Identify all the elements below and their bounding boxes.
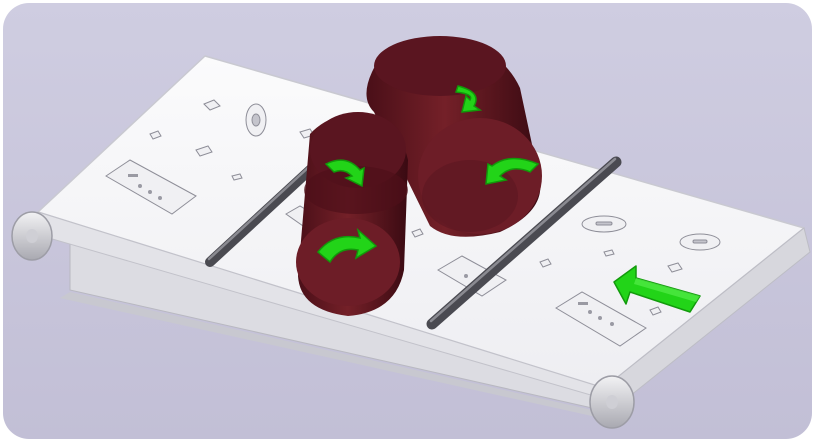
roller-front — [296, 112, 408, 316]
oval-plate-part — [246, 104, 266, 136]
right-pulley-hub — [606, 395, 618, 409]
oval-plate-part — [680, 234, 720, 250]
roller-back-top-cap — [374, 36, 506, 96]
oval-plate-part — [582, 216, 626, 232]
left-pulley-hub — [26, 229, 38, 243]
roller-front-bottom-cap — [296, 218, 400, 306]
